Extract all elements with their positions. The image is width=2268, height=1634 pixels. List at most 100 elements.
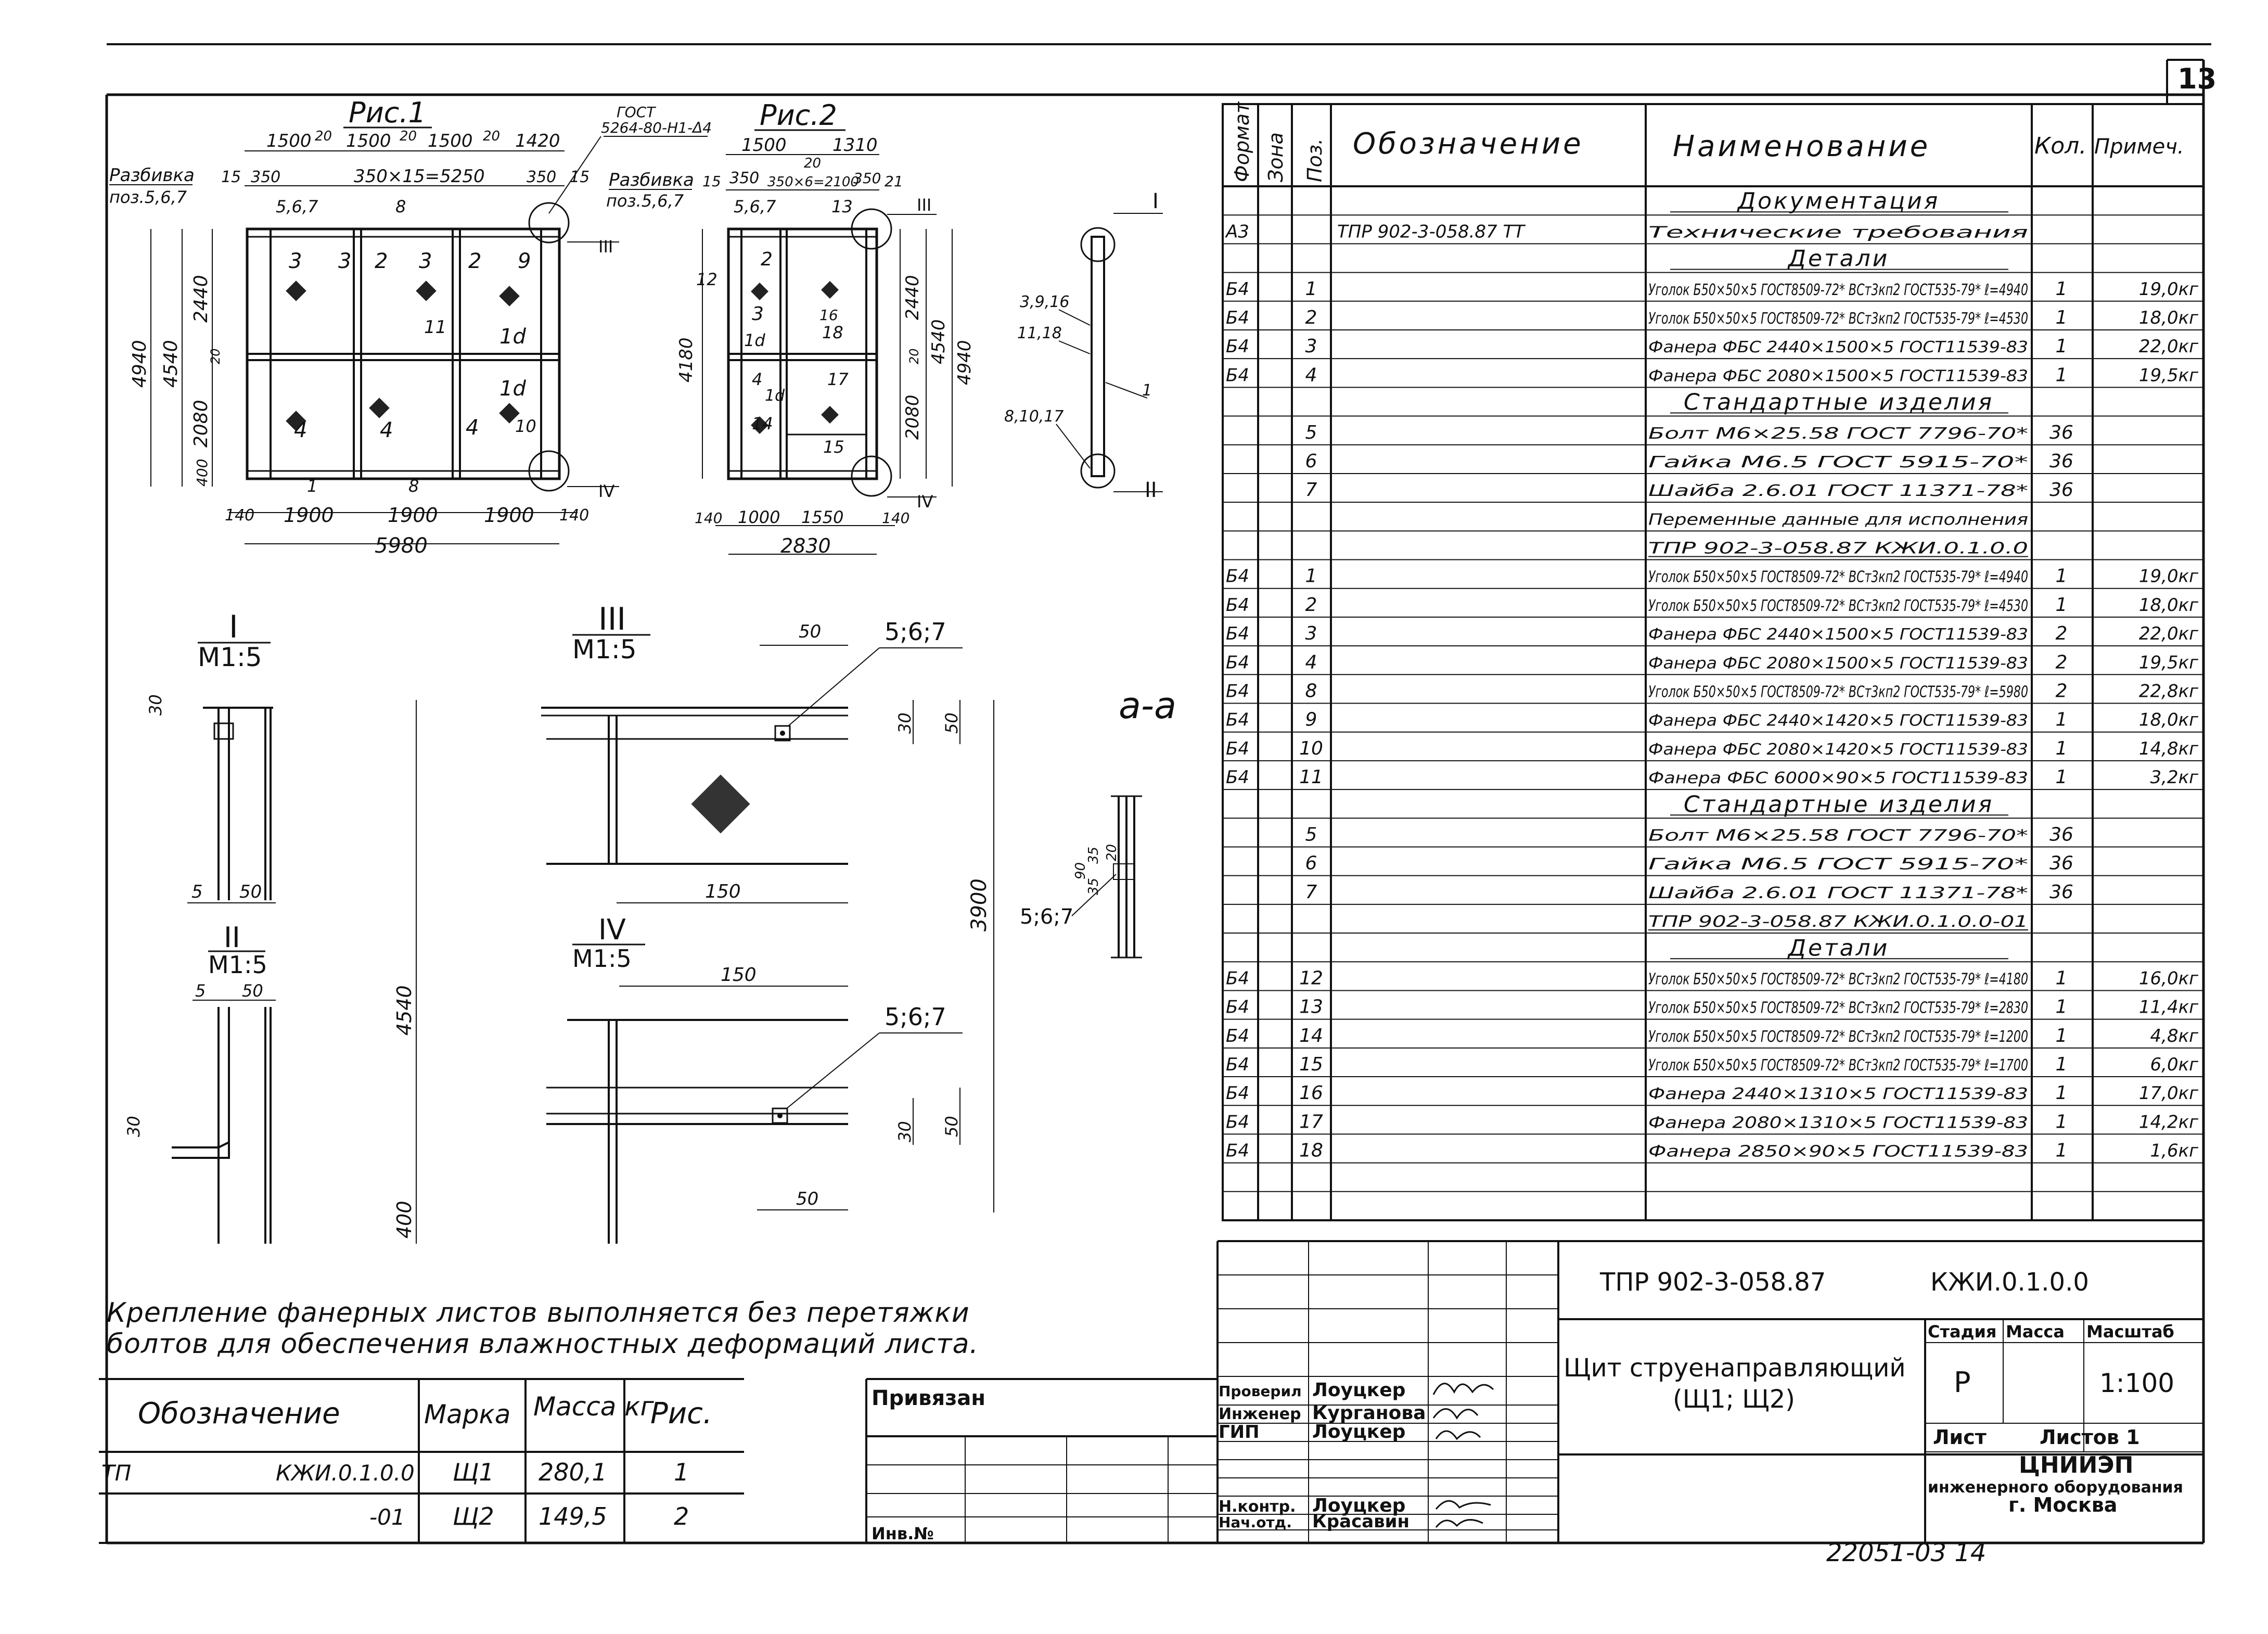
fig2-label: 2 [761,249,773,270]
spec-pos: 16 [1299,1082,1323,1104]
fig1-label: 3 [289,249,302,273]
spec-pos: 4 [1305,652,1317,673]
spec-qty: 1 [2056,1140,2068,1161]
side-view-label: I [1152,189,1159,213]
variant-mark: Щ2 [453,1502,494,1530]
detail-III-dim: 30 [895,712,915,734]
header-zone: Зона [1264,132,1287,182]
fig2-label: 13 [831,197,853,216]
variants-header-mass: Масса кг [533,1392,654,1422]
spec-format: Б4 [1226,1141,1249,1161]
fig1-bottom-dim: 1900 [484,504,534,527]
spec-name: Гайка М6.5 ГОСТ 5915-70* [1648,856,2028,874]
spec-note: 18,0кг [2139,308,2199,328]
variant-fig: 2 [674,1502,689,1530]
archive-number: 22051-03 14 [1826,1538,1986,1567]
section-a-a-dim: 35 [1086,847,1101,864]
fig1-bottom-dim: 140 [225,506,254,525]
vertical-dim: 4540 [393,985,416,1036]
signatures: Проверил Лоуцкер Инженер Курганова ГИП Л… [1219,1380,1494,1532]
signature-role: ГИП [1219,1422,1260,1442]
spec-pos: 2 [1305,594,1317,616]
fig1-razbivka-pos: поз.5,6,7 [109,187,187,207]
spec-note: 19,0кг [2139,279,2199,300]
spec-name: Шайба 2.6.01 ГОСТ 11371-78* [1648,482,2028,500]
spec-note: 14,2кг [2139,1112,2199,1132]
spec-qty: 1 [2056,278,2068,300]
spec-pos: 18 [1299,1140,1323,1161]
detail-III-dim: 50 [942,712,962,734]
spec-name: ТПР 902-3-058.87 КЖИ.0.1.0.0 [1648,540,2028,558]
fig2-label: 4 [752,369,762,389]
spec-name: Фанера ФБС 2080×1420×5 ГОСТ11539-83 [1648,741,2028,759]
spec-pos: 7 [1305,882,1317,903]
spec-note: 16,0кг [2139,968,2199,989]
header-note: Примеч. [2094,135,2184,159]
fig1-side-dim: 400 [194,459,211,487]
section-a-a: а-а 20 35 90 35 5;6;7 [1020,684,1176,959]
spec-format: Б4 [1226,767,1249,788]
spec-format: Б4 [1226,710,1249,731]
spec-pos: 5 [1305,422,1317,443]
detail-IV-scale: М1:5 [572,944,632,973]
spec-name: ТПР 902-3-058.87 КЖИ.0.1.0.0-01 [1648,913,2028,931]
signature-role: Нач.отд. [1219,1514,1292,1531]
fig1-label: 2 [468,249,481,273]
spec-qty: 36 [2049,824,2073,845]
fig2-top-dim: 20 [804,156,821,171]
org-name: ЦНИИЭП [2019,1452,2133,1478]
fig1-label: III [598,237,613,257]
fig1-title: Рис.1 [349,96,426,129]
spec-pos: 5 [1305,824,1317,845]
spec-qty: 1 [2056,307,2068,328]
spec-pos: 3 [1305,336,1317,357]
title-name-2: (Щ1; Щ2) [1673,1385,1795,1414]
detail-IV-label: 5;6;7 [885,1003,946,1031]
fig2-panel [727,227,878,480]
spec-note: 3,2кг [2150,767,2199,788]
spec-name: Уголок Б50×50×5 ГОСТ8509-72* ВСт3кп2 ГОС… [1648,568,2028,586]
fig1-razbivka: Разбивка [109,165,195,186]
fig1-label: 9 [518,249,531,273]
header-format: Формат [1231,101,1253,182]
spec-format: Б4 [1226,738,1249,759]
title-code: ТПР 902-3-058.87 [1599,1268,1826,1297]
spec-qty: 1 [2056,336,2068,357]
section-a-a-label: 5;6;7 [1020,905,1073,929]
detail-IV-dim: 50 [942,1116,962,1137]
spec-pos: 1 [1305,566,1317,587]
fig1-top-dim: 1420 [515,131,560,151]
figure-2: Рис.2 1500 1310 20 Разбивка поз.5,6,7 15… [606,99,975,557]
spec-note: 17,0кг [2139,1083,2199,1104]
spec-qty: 36 [2049,422,2073,443]
spec-name: Уголок Б50×50×5 ГОСТ8509-72* ВСт3кп2 ГОС… [1648,970,2028,988]
detail-III-dim: 50 [799,621,821,642]
vertical-dim: 400 [393,1201,416,1239]
fig2-side-dim: 2440 [902,275,923,320]
fig2-side-dim: 4180 [676,337,697,382]
vertical-dim: 3900 [967,878,991,931]
fig1-edge-dim: 15 [221,168,241,186]
inventory-label: Инв.№ [872,1524,934,1543]
fig1-label: 8 [408,476,419,496]
fig1-bottom-dim: 1900 [284,504,334,527]
signature-role: Инженер [1219,1405,1301,1423]
spec-qty: 36 [2049,882,2073,903]
spec-note: 11,4кг [2139,997,2199,1018]
section-a-a-dim: 20 [1104,844,1120,861]
variant-designation: КЖИ.0.1.0.0 [276,1460,415,1486]
spec-qty: 1 [2056,364,2068,386]
spec-name: Фанера ФБС 2440×1500×5 ГОСТ11539-83 [1648,625,2028,644]
detail-IV-dim: 30 [895,1121,915,1142]
spec-format: Б4 [1226,336,1249,357]
binding-block: Привязан Инв.№ [865,1378,1218,1543]
spec-note: 6,0кг [2150,1054,2199,1075]
side-view-label: 8,10,17 [1004,407,1064,426]
signature-name: Лоуцкер [1312,1495,1405,1516]
mass-label: Масса [2006,1322,2065,1342]
fig2-bottom-dims: 140 1000 1550 140 2830 [695,507,909,557]
spec-format: Б4 [1226,308,1249,328]
fig1-bottom-dim: 1900 [388,504,438,527]
spec-row-lines [1223,186,2203,1221]
